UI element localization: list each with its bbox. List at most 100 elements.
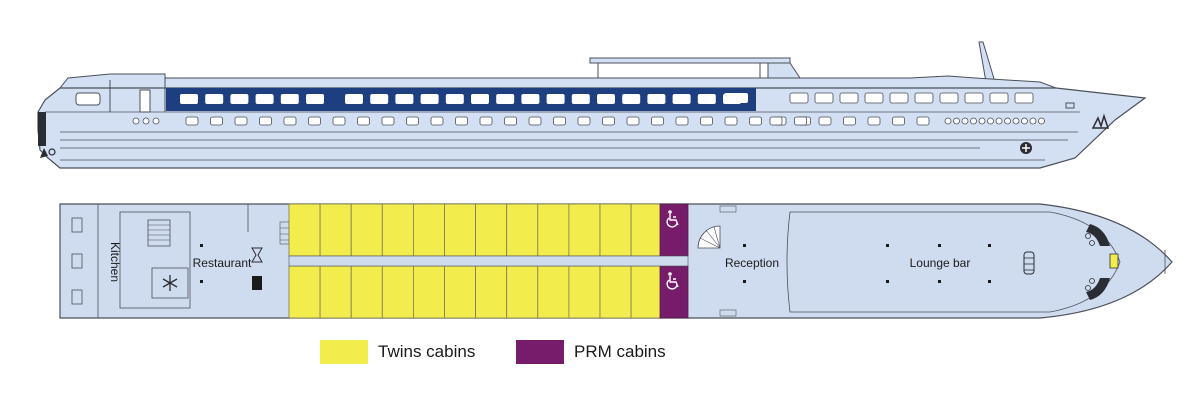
porthole-window bbox=[332, 116, 346, 126]
kitchen-area bbox=[119, 211, 191, 309]
twin-cabin bbox=[537, 265, 570, 319]
twin-cabin bbox=[412, 203, 445, 257]
window bbox=[989, 92, 1009, 104]
sun-deck-shade bbox=[589, 57, 791, 64]
porthole-window bbox=[479, 116, 493, 126]
window bbox=[839, 92, 859, 104]
porthole bbox=[953, 117, 960, 125]
porthole bbox=[1004, 117, 1011, 125]
porthole-window bbox=[749, 116, 762, 126]
room-label-kitchen: Kitchen bbox=[108, 242, 122, 282]
window bbox=[914, 92, 934, 104]
window bbox=[370, 94, 389, 104]
window bbox=[647, 94, 666, 104]
pillar bbox=[988, 280, 991, 283]
cabin-block bbox=[288, 203, 689, 319]
mast bbox=[978, 41, 996, 83]
legend-twin-cabins: Twins cabins bbox=[320, 340, 475, 364]
porthole-window bbox=[651, 116, 664, 126]
twin-cabin bbox=[319, 265, 352, 319]
pillar bbox=[200, 244, 203, 247]
cabin-windows-lower bbox=[185, 116, 930, 126]
porthole-window bbox=[553, 116, 566, 126]
window bbox=[864, 92, 884, 104]
twin-cabin bbox=[475, 265, 508, 319]
lounge-windows-upper bbox=[724, 92, 1034, 104]
pillar bbox=[886, 244, 889, 247]
window bbox=[1014, 92, 1034, 104]
room-label-restaurant: Restaurant bbox=[193, 256, 252, 270]
porthole-window bbox=[916, 116, 930, 126]
porthole-window bbox=[867, 116, 881, 126]
twin-cabin bbox=[506, 265, 539, 319]
stern-block bbox=[38, 112, 46, 146]
ship-side-view bbox=[37, 41, 1147, 169]
cold-room bbox=[151, 267, 189, 299]
twin-cabin bbox=[537, 203, 570, 257]
stern-hatch bbox=[71, 289, 83, 305]
twin-cabin bbox=[350, 265, 383, 319]
porthole-window bbox=[818, 116, 832, 126]
legend-prm-cabins: PRM cabins bbox=[516, 340, 666, 364]
stern-hatch bbox=[71, 253, 83, 269]
porthole-window bbox=[528, 116, 542, 126]
porthole-window bbox=[724, 116, 738, 126]
porthole-window bbox=[308, 116, 321, 126]
window bbox=[622, 94, 641, 104]
porthole bbox=[1038, 117, 1045, 125]
prm-cabin bbox=[659, 265, 689, 319]
porthole-window bbox=[357, 116, 370, 126]
twin-cabin bbox=[288, 203, 321, 257]
pillar bbox=[200, 280, 203, 283]
porthole bbox=[978, 117, 986, 125]
twin-cabin bbox=[381, 203, 414, 257]
porthole bbox=[132, 117, 140, 125]
window bbox=[395, 94, 414, 104]
porthole-window bbox=[626, 116, 640, 126]
twin-cabin bbox=[599, 265, 632, 319]
legend-swatch-prm bbox=[516, 340, 564, 364]
window bbox=[306, 94, 324, 104]
porthole-window bbox=[769, 116, 783, 126]
cabin-windows-upper bbox=[180, 94, 741, 104]
window bbox=[571, 94, 590, 104]
window bbox=[546, 94, 565, 104]
porthole-window bbox=[602, 116, 615, 126]
porthole-window bbox=[892, 116, 905, 126]
pillar bbox=[886, 280, 889, 283]
porthole bbox=[944, 117, 952, 125]
pillar bbox=[743, 280, 746, 283]
twin-cabin bbox=[350, 203, 383, 257]
corridor bbox=[288, 255, 689, 267]
pillar bbox=[743, 244, 746, 247]
stern-door bbox=[139, 89, 151, 113]
twin-cabin bbox=[319, 203, 352, 257]
pillar bbox=[988, 244, 991, 247]
twin-cabin bbox=[568, 203, 601, 257]
pillar bbox=[938, 244, 941, 247]
window bbox=[939, 92, 959, 104]
porthole-window bbox=[504, 116, 517, 126]
prm-cabin bbox=[659, 203, 689, 257]
twin-cabin bbox=[444, 265, 477, 319]
window bbox=[964, 92, 984, 104]
legend-swatch-twin bbox=[320, 340, 368, 364]
window bbox=[889, 92, 909, 104]
porthole bbox=[987, 117, 994, 125]
window bbox=[445, 94, 464, 104]
window bbox=[205, 94, 224, 104]
lounge-pillars bbox=[200, 244, 991, 283]
twin-cabin bbox=[599, 203, 632, 257]
legend-label-twin: Twins cabins bbox=[378, 342, 476, 361]
wheelchair-icon bbox=[666, 272, 679, 290]
wheelhouse-top bbox=[767, 62, 801, 79]
porthole-window bbox=[430, 116, 444, 126]
bar-counter bbox=[1023, 251, 1035, 275]
porthole-window bbox=[700, 116, 713, 126]
twin-cabin bbox=[444, 203, 477, 257]
window bbox=[471, 94, 489, 104]
window bbox=[230, 94, 249, 104]
twin-cabin bbox=[630, 265, 663, 319]
restaurant-fixture bbox=[251, 247, 263, 290]
porthole-window bbox=[406, 116, 419, 126]
